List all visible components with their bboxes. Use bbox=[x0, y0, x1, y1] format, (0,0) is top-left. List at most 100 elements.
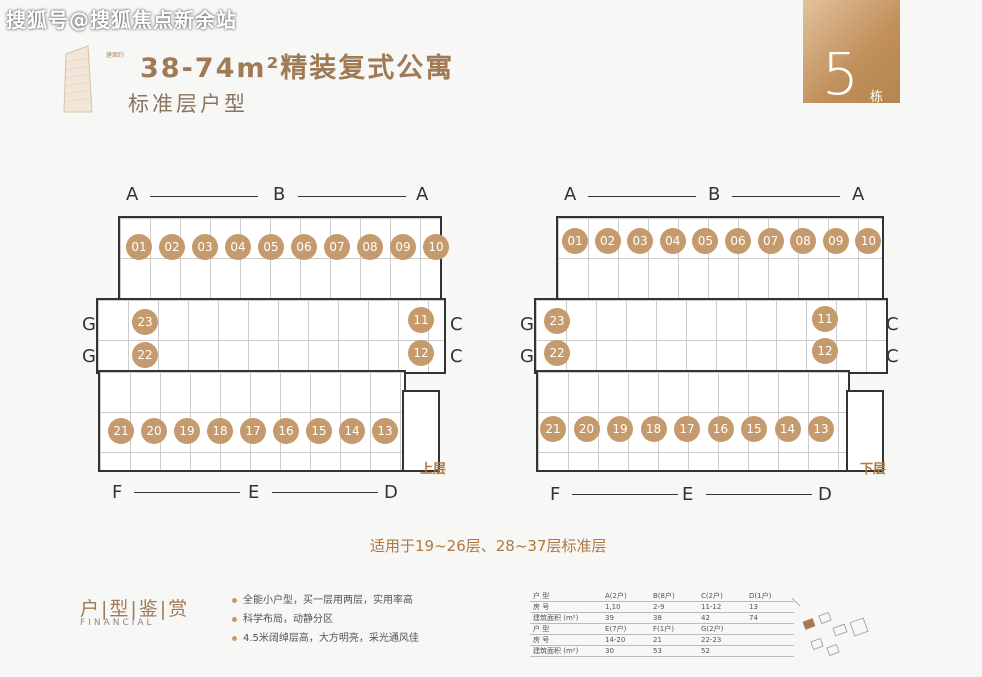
unit-marker[interactable]: 16 bbox=[707, 416, 734, 442]
table-cell: 74 bbox=[746, 612, 794, 624]
unit-marker[interactable]: 17 bbox=[240, 418, 266, 444]
unit-marker[interactable]: 02 bbox=[594, 228, 621, 254]
section-title: 户|型|鉴|赏 bbox=[80, 598, 190, 620]
unit-marker[interactable]: 23 bbox=[544, 308, 570, 334]
lower-floor-label: 下层 bbox=[860, 462, 887, 477]
unit-marker[interactable]: 12 bbox=[812, 338, 838, 364]
unit-marker[interactable]: 15 bbox=[306, 418, 332, 444]
axis-label: A bbox=[416, 184, 429, 205]
table-cell: 39 bbox=[602, 612, 650, 624]
unit-marker[interactable]: 06 bbox=[725, 228, 751, 254]
unit-marker[interactable]: 08 bbox=[790, 228, 817, 254]
unit-marker[interactable]: 07 bbox=[757, 228, 784, 254]
unit-marker[interactable]: 04 bbox=[225, 234, 251, 260]
table-cell: E(7户) bbox=[602, 623, 650, 635]
unit-marker[interactable]: 15 bbox=[741, 416, 767, 442]
unit-marker[interactable]: 11 bbox=[812, 306, 838, 332]
feature-bullet: 科学布局，动静分区 bbox=[232, 610, 333, 625]
table-cell: 房 号 bbox=[530, 634, 602, 646]
table-cell: F(1户) bbox=[650, 623, 698, 635]
table-cell: 30 bbox=[602, 645, 650, 657]
table-cell: 42 bbox=[698, 612, 746, 624]
site-plan-icon bbox=[791, 597, 869, 656]
unit-marker[interactable]: 20 bbox=[573, 416, 600, 442]
table-cell: 11-12 bbox=[698, 601, 746, 613]
unit-marker[interactable]: 19 bbox=[607, 416, 633, 442]
unit-marker[interactable]: 03 bbox=[192, 234, 218, 260]
unit-marker[interactable]: 20 bbox=[141, 418, 167, 444]
applicable-floors-text: 适用于19~26层、28~37层标准层 bbox=[370, 537, 607, 555]
unit-marker[interactable]: 14 bbox=[339, 418, 365, 444]
table-cell bbox=[746, 623, 794, 635]
unit-marker[interactable]: 17 bbox=[674, 416, 700, 442]
feature-bullet: 4.5米阔绰层高，大方明亮，采光通风佳 bbox=[232, 629, 419, 644]
unit-marker[interactable]: 18 bbox=[640, 416, 667, 442]
table-cell bbox=[746, 645, 794, 657]
table-cell: 建筑面积 (m²) bbox=[530, 612, 602, 624]
table-cell: D(1户) bbox=[746, 591, 794, 602]
section-subtitle: FINANCIAL bbox=[80, 618, 155, 628]
unit-marker[interactable]: 13 bbox=[808, 416, 834, 442]
axis-label: G bbox=[82, 346, 96, 367]
unit-marker[interactable]: 13 bbox=[372, 418, 398, 444]
unit-marker[interactable]: 19 bbox=[174, 418, 200, 444]
table-cell: 1,10 bbox=[602, 601, 650, 613]
unit-marker[interactable]: 09 bbox=[390, 234, 416, 260]
axis-label: F bbox=[550, 484, 561, 505]
axis-label: C bbox=[450, 314, 463, 335]
axis-label: C bbox=[886, 346, 899, 367]
unit-marker[interactable]: 21 bbox=[540, 416, 566, 442]
table-cell: 21 bbox=[650, 634, 698, 646]
unit-marker[interactable]: 01 bbox=[126, 234, 152, 260]
page-title: 38-74m²精装复式公寓 bbox=[140, 53, 455, 84]
tower-icon bbox=[63, 45, 93, 113]
unit-marker[interactable]: 08 bbox=[357, 234, 383, 260]
table-cell: 房 号 bbox=[530, 601, 602, 613]
unit-marker[interactable]: 01 bbox=[562, 228, 588, 254]
axis-label: G bbox=[520, 346, 534, 367]
building-number: 5 bbox=[822, 40, 859, 108]
axis-label: A bbox=[564, 184, 577, 205]
unit-marker[interactable]: 14 bbox=[774, 416, 801, 442]
table-cell: A(2户) bbox=[602, 591, 650, 602]
unit-marker[interactable]: 09 bbox=[822, 228, 849, 254]
axis-label: E bbox=[682, 484, 694, 505]
page-subtitle: 标准层户型 bbox=[128, 92, 248, 116]
unit-marker[interactable]: 16 bbox=[273, 418, 299, 444]
axis-label: B bbox=[273, 184, 286, 205]
unit-marker[interactable]: 02 bbox=[159, 234, 185, 260]
unit-marker[interactable]: 22 bbox=[544, 340, 570, 366]
axis-label: E bbox=[248, 482, 260, 503]
unit-marker[interactable]: 12 bbox=[408, 340, 434, 366]
axis-label: A bbox=[126, 184, 139, 205]
unit-marker[interactable]: 10 bbox=[423, 234, 449, 260]
axis-label: C bbox=[886, 314, 899, 335]
unit-marker[interactable]: 06 bbox=[291, 234, 317, 260]
unit-marker[interactable]: 05 bbox=[692, 228, 719, 254]
unit-marker[interactable]: 07 bbox=[324, 234, 350, 260]
unit-marker[interactable]: 05 bbox=[258, 234, 284, 260]
table-cell: G(2户) bbox=[698, 623, 746, 635]
unit-marker[interactable]: 21 bbox=[108, 418, 134, 444]
table-cell: 户 型 bbox=[530, 623, 602, 635]
unit-marker[interactable]: 04 bbox=[659, 228, 686, 254]
watermark-text: 搜狐号@搜狐焦点新余站 bbox=[6, 8, 237, 32]
axis-label: G bbox=[82, 314, 96, 335]
unit-marker[interactable]: 10 bbox=[855, 228, 882, 254]
unit-marker[interactable]: 22 bbox=[132, 342, 158, 368]
axis-label: F bbox=[112, 482, 123, 503]
unit-marker[interactable]: 18 bbox=[207, 418, 233, 444]
table-cell: 14-20 bbox=[602, 634, 650, 646]
unit-marker[interactable]: 23 bbox=[132, 309, 158, 335]
plan-block-mid bbox=[534, 298, 888, 374]
unit-marker[interactable]: 11 bbox=[408, 307, 434, 333]
unit-marker[interactable]: 03 bbox=[627, 228, 654, 254]
axis-label: D bbox=[818, 484, 832, 505]
